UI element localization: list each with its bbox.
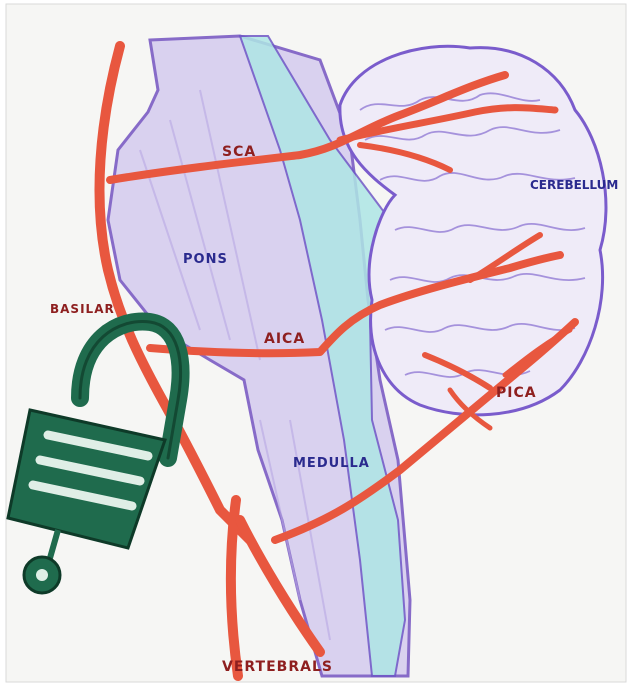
label-pons: PONS [183, 252, 228, 267]
label-aica: AICA [264, 331, 305, 347]
label-vertebrals: VERTEBRALS [222, 659, 333, 675]
label-cerebellum: CEREBELLUM [530, 178, 618, 192]
label-medulla: MEDULLA [293, 456, 370, 471]
cerebellum [340, 46, 606, 415]
padlock-key-hole [36, 569, 48, 581]
label-basilar: BASILAR [50, 302, 115, 316]
label-sca: SCA [222, 144, 256, 160]
label-pica: PICA [496, 385, 537, 401]
